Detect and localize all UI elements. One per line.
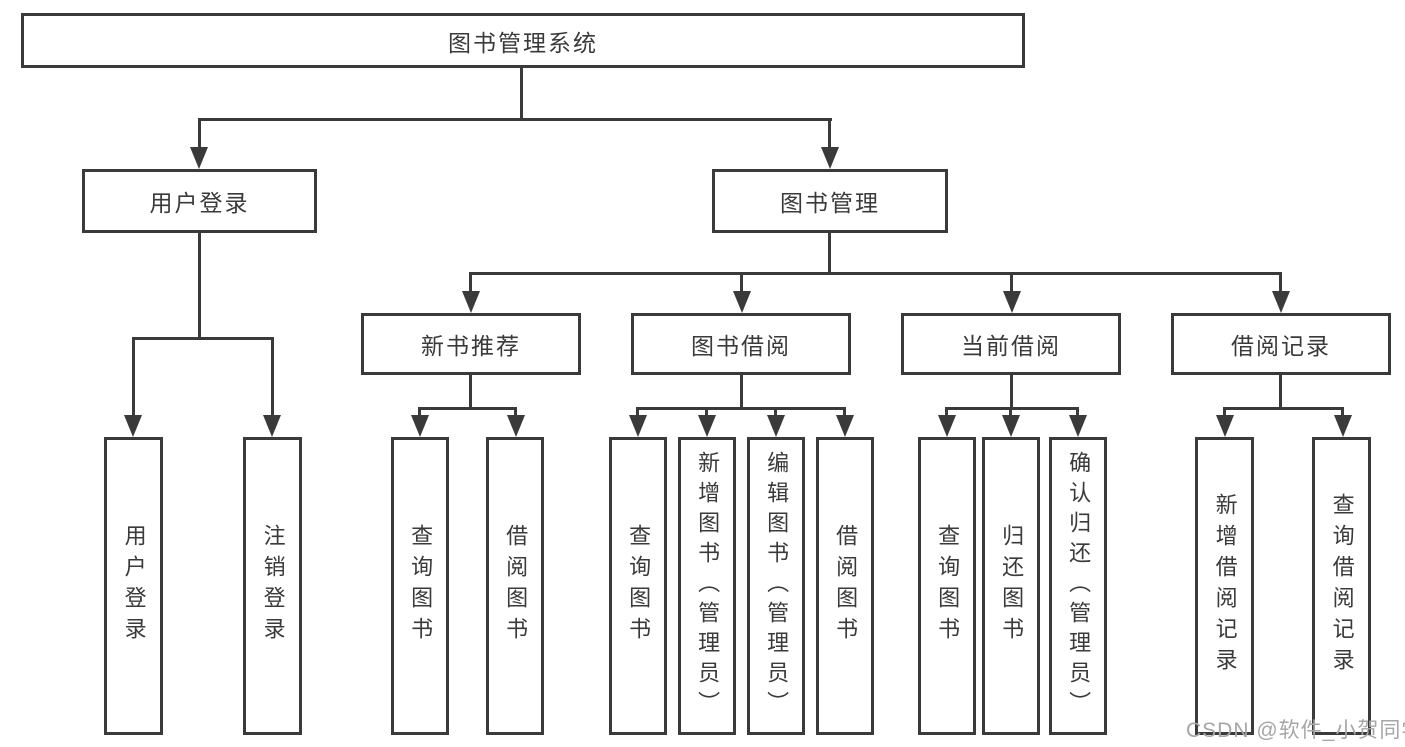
arrowhead-icon	[938, 415, 956, 437]
connector-line	[740, 375, 743, 410]
connector-line	[198, 118, 201, 151]
connector-line	[1076, 407, 1079, 419]
arrowhead-icon	[462, 291, 480, 313]
connector-line	[945, 407, 948, 419]
leaf-add-borrow-record: 新增借阅记录	[1195, 437, 1254, 735]
leaf-query-books-3: 查询图书	[918, 437, 976, 735]
node-book-borrow: 图书借阅	[631, 313, 851, 375]
connector-line	[1010, 272, 1013, 294]
leaf-add-book-admin: 新增图书（管理员）	[678, 437, 736, 735]
connector-line	[271, 337, 274, 418]
arrowhead-icon	[1002, 415, 1020, 437]
leaf-return-book-label: 归还图书	[999, 524, 1025, 648]
leaf-query-books-2-label: 查询图书	[626, 524, 652, 648]
node-user-login: 用户登录	[82, 169, 317, 233]
leaf-borrow-books-2-label: 借阅图书	[833, 524, 859, 648]
leaf-borrow-books-2: 借阅图书	[816, 437, 874, 735]
node-book-management-label: 图书管理	[780, 190, 880, 216]
node-borrow-records: 借阅记录	[1171, 313, 1391, 375]
arrowhead-icon	[1272, 291, 1290, 313]
node-new-book-recommend-label: 新书推荐	[421, 333, 521, 359]
connector-line	[469, 375, 472, 410]
leaf-confirm-return-admin-label: 确认归还（管理员）	[1066, 451, 1092, 721]
leaf-query-borrow-record-label: 查询借阅记录	[1329, 493, 1355, 679]
arrowhead-icon	[411, 415, 429, 437]
connector-line	[469, 272, 1282, 275]
node-new-book-recommend: 新书推荐	[361, 313, 581, 375]
connector-line	[945, 407, 1079, 410]
connector-line	[514, 407, 517, 419]
arrowhead-icon	[1069, 415, 1087, 437]
connector-line	[828, 233, 831, 275]
connector-line	[198, 118, 832, 121]
arrowhead-icon	[1003, 291, 1021, 313]
connector-line	[418, 407, 421, 419]
leaf-edit-book-admin-label: 编辑图书（管理员）	[764, 451, 790, 721]
arrowhead-icon	[1216, 415, 1234, 437]
arrowhead-icon	[836, 415, 854, 437]
leaf-query-books-1: 查询图书	[391, 437, 449, 735]
leaf-add-book-admin-label: 新增图书（管理员）	[695, 451, 721, 721]
connector-line	[418, 407, 517, 410]
connector-line	[520, 68, 523, 121]
connector-line	[469, 272, 472, 294]
leaf-query-borrow-record: 查询借阅记录	[1312, 437, 1371, 735]
node-current-borrow: 当前借阅	[901, 313, 1121, 375]
leaf-query-books-3-label: 查询图书	[935, 524, 961, 648]
arrowhead-icon	[629, 415, 647, 437]
connector-line	[1223, 407, 1344, 410]
connector-line	[740, 272, 743, 294]
arrowhead-icon	[733, 291, 751, 313]
connector-line	[198, 233, 201, 340]
connector-line	[1279, 375, 1282, 410]
connector-line	[1223, 407, 1226, 419]
node-root-label: 图书管理系统	[448, 29, 598, 56]
arrowhead-icon	[190, 147, 208, 169]
connector-line	[1341, 407, 1344, 419]
leaf-borrow-books-1-label: 借阅图书	[503, 524, 529, 648]
leaf-edit-book-admin: 编辑图书（管理员）	[747, 437, 805, 735]
arrowhead-icon	[263, 415, 281, 437]
arrowhead-icon	[821, 147, 839, 169]
leaf-query-books-2: 查询图书	[609, 437, 667, 735]
leaf-logout: 注销登录	[243, 437, 302, 735]
node-book-borrow-label: 图书借阅	[691, 333, 791, 359]
node-current-borrow-label: 当前借阅	[961, 333, 1061, 359]
leaf-return-book: 归还图书	[982, 437, 1040, 735]
node-borrow-records-label: 借阅记录	[1231, 333, 1331, 359]
connector-line	[636, 407, 639, 419]
connector-line	[132, 337, 135, 418]
connector-line	[828, 118, 831, 151]
csdn-watermark: CSDN @软件_小贺同学	[1186, 719, 1405, 742]
leaf-confirm-return-admin: 确认归还（管理员）	[1049, 437, 1107, 735]
node-book-management: 图书管理	[712, 169, 948, 233]
connector-line	[132, 337, 274, 340]
leaf-query-books-1-label: 查询图书	[408, 524, 434, 648]
connector-line	[1009, 407, 1012, 419]
connector-line	[705, 407, 708, 419]
leaf-add-borrow-record-label: 新增借阅记录	[1212, 493, 1238, 679]
arrowhead-icon	[767, 415, 785, 437]
connector-line	[774, 407, 777, 419]
arrowhead-icon	[698, 415, 716, 437]
connector-line	[636, 407, 846, 410]
node-user-login-label: 用户登录	[149, 190, 250, 216]
node-root: 图书管理系统	[21, 13, 1025, 68]
leaf-logout-label: 注销登录	[260, 524, 286, 648]
arrowhead-icon	[124, 415, 142, 437]
leaf-user-login-label: 用户登录	[121, 524, 147, 648]
connector-line	[1010, 375, 1013, 410]
arrowhead-icon	[1334, 415, 1352, 437]
leaf-user-login: 用户登录	[104, 437, 163, 735]
leaf-borrow-books-1: 借阅图书	[486, 437, 544, 735]
arrowhead-icon	[507, 415, 525, 437]
connector-line	[843, 407, 846, 419]
connector-line	[1279, 272, 1282, 294]
